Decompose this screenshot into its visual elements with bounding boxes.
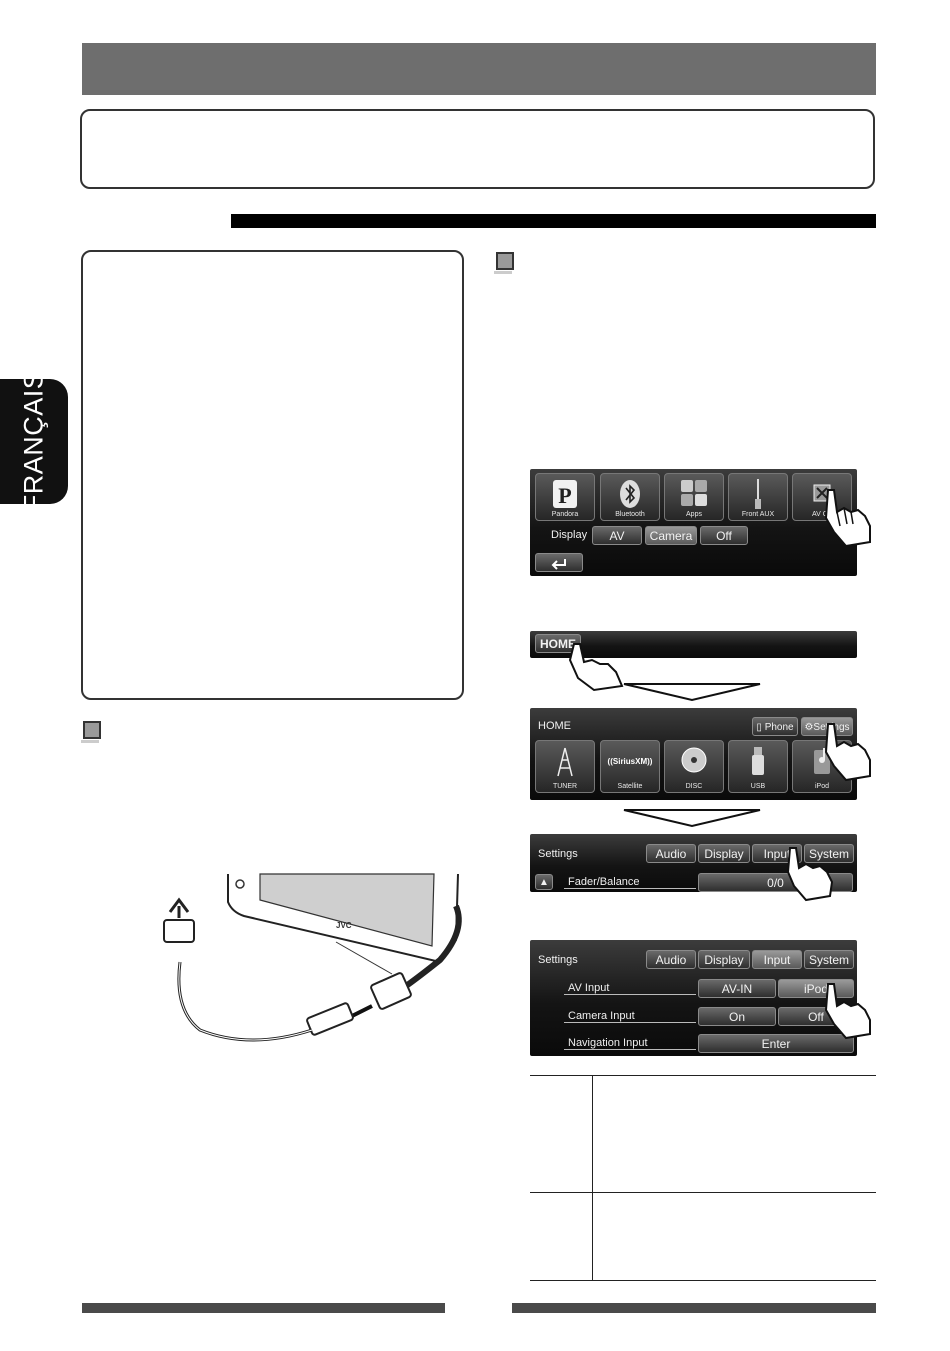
section-square-icon — [81, 721, 101, 743]
footer-bar-left — [82, 1303, 445, 1313]
intro-box — [80, 109, 875, 189]
home-title: HOME — [538, 720, 571, 732]
options-table-key-cell — [530, 1192, 593, 1281]
tile-tuner[interactable]: TUNER — [535, 740, 595, 793]
av-screen: P Pandora Bluetooth Apps Front AUX AV Of… — [530, 469, 857, 576]
av-input-av-in-button[interactable]: AV-IN — [698, 979, 776, 998]
tab-input[interactable]: Input — [752, 950, 802, 969]
options-table-value-cell — [592, 1075, 876, 1193]
device-brand-label: JVC — [336, 921, 352, 930]
hand-pointer-icon — [568, 643, 624, 692]
settings-title: Settings — [538, 848, 578, 860]
hand-pointer-icon — [824, 723, 871, 782]
hand-pointer-icon — [824, 983, 871, 1040]
navigation-input-enter-button[interactable]: Enter — [698, 1034, 854, 1053]
options-table-key-cell — [530, 1075, 593, 1193]
home-button[interactable]: HOME — [535, 634, 581, 653]
tab-display[interactable]: Display — [698, 844, 750, 863]
usb-icon — [752, 747, 764, 775]
section-title-rule — [231, 214, 876, 228]
av-input-label: AV Input — [564, 982, 696, 995]
camera-input-on-button[interactable]: On — [698, 1007, 776, 1026]
fader-balance-label: Fader/Balance — [564, 876, 696, 889]
tile-apps[interactable]: Apps — [664, 473, 724, 521]
ipod-icon — [814, 748, 830, 774]
home-screen: HOME ▯ Phone ⚙Settings TUNER ((SiriusXM)… — [530, 708, 857, 800]
pandora-icon: P — [553, 480, 577, 508]
display-av-button[interactable]: AV — [592, 526, 642, 545]
display-label: Display — [551, 529, 588, 541]
tile-bluetooth[interactable]: Bluetooth — [600, 473, 660, 521]
home-bar: HOME — [530, 631, 857, 658]
tab-display[interactable]: Display — [698, 950, 750, 969]
back-arrow-icon — [551, 559, 566, 570]
front-aux-icon — [755, 479, 761, 509]
siriusxm-icon: ((SiriusXM)) — [607, 757, 653, 766]
arrow-down-icon — [623, 683, 761, 702]
back-button[interactable] — [535, 553, 583, 572]
tab-system[interactable]: System — [804, 950, 854, 969]
phone-button[interactable]: ▯ Phone — [752, 717, 798, 736]
apps-icon — [681, 480, 707, 506]
device-cable-illustration: JVC — [163, 873, 462, 1042]
note-box — [81, 250, 464, 700]
phone-icon: ▯ — [756, 722, 762, 733]
tile-front-aux[interactable]: Front AUX — [728, 473, 788, 521]
scroll-up-button[interactable]: ▲ — [535, 874, 553, 890]
options-table-value-cell — [592, 1192, 876, 1281]
options-table — [530, 1075, 876, 1281]
hand-pointer-icon — [824, 489, 871, 548]
bluetooth-icon — [620, 480, 640, 508]
triangle-up-icon: ▲ — [539, 877, 549, 888]
tile-pandora[interactable]: P Pandora — [535, 473, 595, 521]
camera-input-label: Camera Input — [564, 1010, 696, 1023]
tile-usb[interactable]: USB — [728, 740, 788, 793]
display-off-button[interactable]: Off — [700, 526, 748, 545]
tab-system[interactable]: System — [804, 844, 854, 863]
tuner-tower-icon — [557, 747, 573, 777]
disc-icon — [681, 747, 707, 773]
tile-satellite[interactable]: ((SiriusXM)) Satellite — [600, 740, 660, 793]
section-square-icon — [494, 252, 514, 274]
svg-text:P: P — [558, 483, 571, 508]
header-bar — [82, 43, 876, 95]
language-tab-label: FRANÇAIS — [18, 370, 49, 512]
tile-disc[interactable]: DISC — [664, 740, 724, 793]
tab-audio[interactable]: Audio — [646, 950, 696, 969]
navigation-input-label: Navigation Input — [564, 1037, 696, 1050]
settings-screen-input: Settings Audio Display Input System AV I… — [530, 940, 857, 1056]
tab-audio[interactable]: Audio — [646, 844, 696, 863]
arrow-down-icon — [623, 809, 761, 828]
gear-icon: ⚙ — [804, 722, 814, 733]
settings-title: Settings — [538, 954, 578, 966]
hand-pointer-icon — [786, 847, 834, 902]
language-tab: FRANÇAIS — [0, 371, 68, 511]
footer-bar-right — [512, 1303, 876, 1313]
display-camera-button[interactable]: Camera — [645, 526, 697, 545]
